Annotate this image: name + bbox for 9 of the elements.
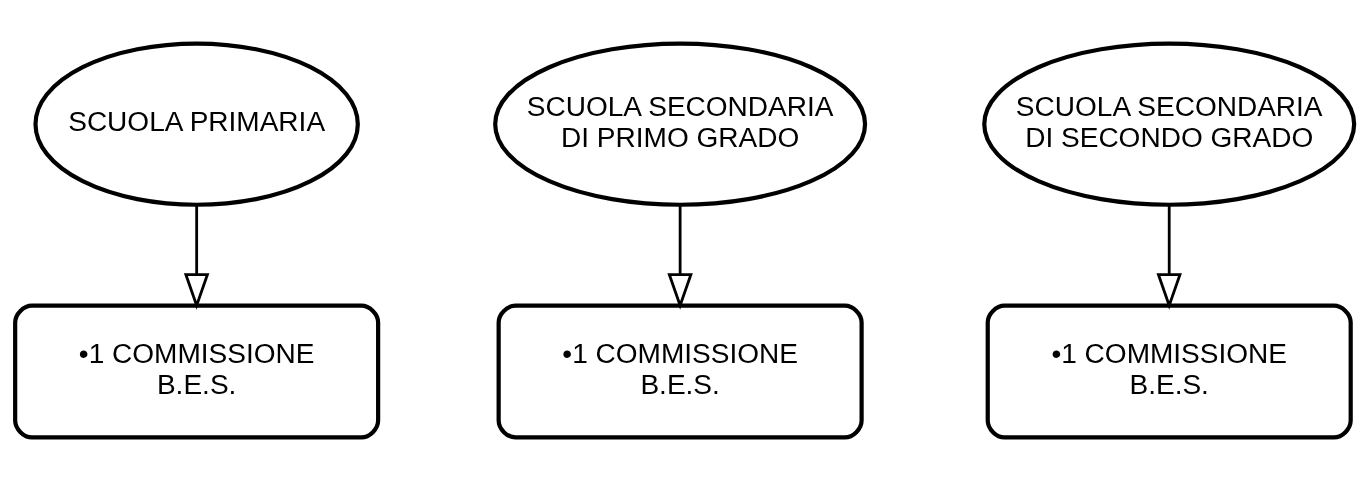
node-box: •1 COMMISSIONE B.E.S. bbox=[13, 303, 381, 440]
arrow bbox=[183, 205, 210, 310]
node-ellipse: SCUOLA PRIMARIA bbox=[33, 41, 360, 207]
node-box: •1 COMMISSIONE B.E.S. bbox=[985, 303, 1353, 440]
arrow bbox=[1156, 205, 1182, 310]
node-ellipse: SCUOLA SECONDARIA DI PRIMO GRADO bbox=[493, 41, 868, 207]
node-ellipse: SCUOLA SECONDARIA DI SECONDO GRADO bbox=[982, 41, 1357, 207]
arrow bbox=[667, 205, 693, 310]
node-box: •1 COMMISSIONE B.E.S. bbox=[496, 303, 864, 440]
